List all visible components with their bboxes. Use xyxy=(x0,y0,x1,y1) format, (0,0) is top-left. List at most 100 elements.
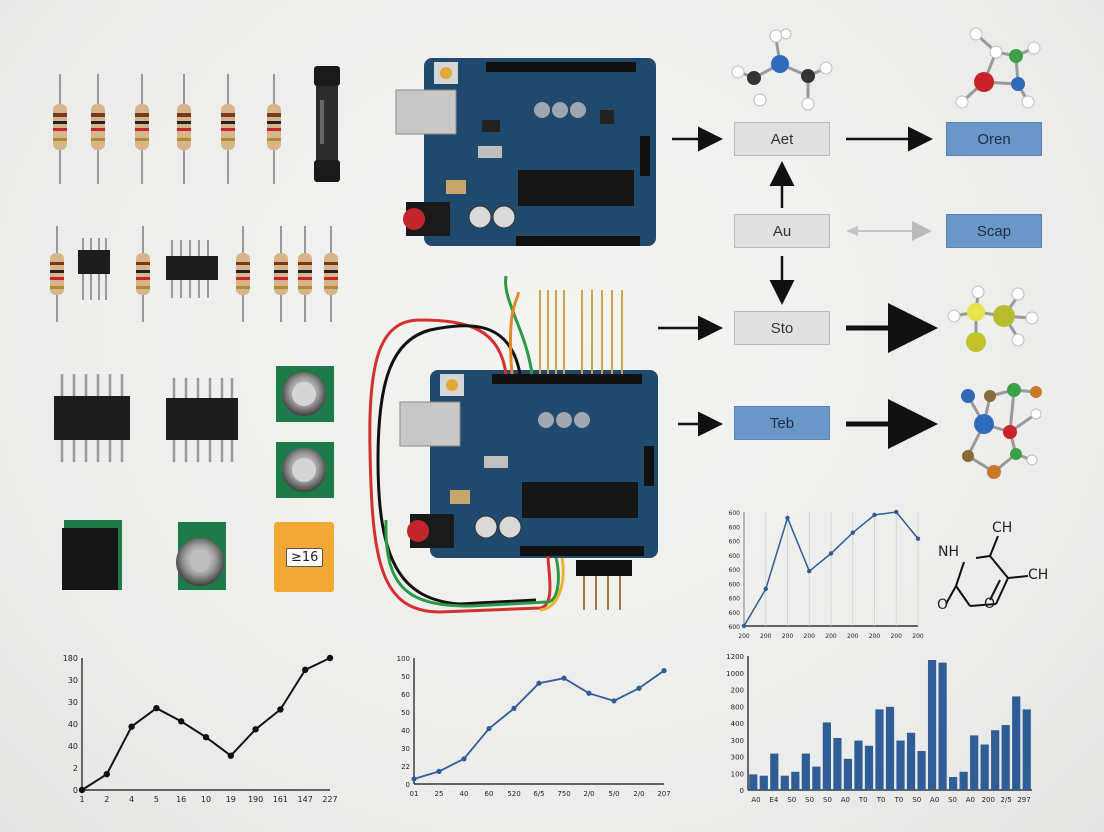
flow-box-sto-label: Sto xyxy=(770,319,794,337)
x-tick-label: 4 xyxy=(129,795,134,804)
data-point xyxy=(636,685,642,691)
x-tick-label: 200 xyxy=(738,633,750,640)
x-tick-label: 200 xyxy=(982,796,995,804)
flow-box-teb-label: Teb xyxy=(769,414,795,432)
data-point xyxy=(326,654,334,662)
x-tick-label: 40 xyxy=(460,790,469,798)
bar xyxy=(959,771,968,790)
molecule-model-3 xyxy=(947,285,1039,352)
y-tick-label: 30 xyxy=(401,745,410,753)
bar xyxy=(1001,725,1010,790)
y-tick-label: 40 xyxy=(68,720,78,729)
x-tick-label: S0 xyxy=(948,796,957,804)
y-tick-label: 400 xyxy=(731,720,744,728)
potentiometer-module xyxy=(176,522,226,590)
y-tick-label: 0 xyxy=(740,787,744,795)
y-tick-label: 1000 xyxy=(726,670,744,678)
bar xyxy=(780,775,789,790)
data-point xyxy=(277,706,284,713)
y-tick-label: 60 xyxy=(401,691,410,699)
x-tick-label: 750 xyxy=(557,790,570,798)
data-point xyxy=(178,718,185,725)
series-line xyxy=(81,657,331,791)
flow-arrows xyxy=(658,126,938,449)
x-tick-label: 297 xyxy=(1017,796,1030,804)
y-tick-label: 800 xyxy=(731,703,744,711)
bar xyxy=(749,774,758,790)
capacitor-module xyxy=(276,366,334,422)
x-tick-label: 200 xyxy=(891,633,903,640)
structural-formula xyxy=(945,535,1029,607)
bar xyxy=(759,775,768,790)
data-point xyxy=(611,698,617,704)
data-point xyxy=(252,726,259,733)
atom-label-ch-top: CH xyxy=(992,520,1013,536)
data-point xyxy=(872,512,877,518)
data-point xyxy=(436,768,442,775)
data-point xyxy=(561,675,567,681)
data-point xyxy=(536,680,542,686)
fuse xyxy=(314,66,340,182)
arduino-board-top xyxy=(395,58,656,246)
x-tick-label: 2/5 xyxy=(1001,796,1012,804)
data-point xyxy=(227,752,234,759)
y-tick-label: 600 xyxy=(729,596,741,603)
bar xyxy=(801,753,810,790)
bar xyxy=(885,706,895,790)
x-tick-label: 16 xyxy=(176,795,186,804)
x-tick-label: 60 xyxy=(485,790,494,798)
molecule-model-2 xyxy=(955,27,1041,109)
x-tick-label: 200 xyxy=(912,633,924,640)
x-tick-label: 147 xyxy=(298,795,313,804)
x-tick-label: 200 xyxy=(869,633,881,640)
y-tick-label: 300 xyxy=(731,737,744,745)
atom-label-nh: NH xyxy=(938,544,959,560)
x-tick-label: S0 xyxy=(787,796,796,804)
y-tick-label: 40 xyxy=(401,727,410,735)
bar xyxy=(980,744,989,790)
data-point xyxy=(153,704,160,712)
x-tick-label: E4 xyxy=(769,796,778,804)
flow-box-scap: Scap xyxy=(946,214,1042,248)
flow-box-oren: Oren xyxy=(946,122,1042,156)
x-tick-label: 6/5 xyxy=(533,790,544,798)
atom-label-o-left: O xyxy=(937,597,949,613)
x-tick-label: T0 xyxy=(858,796,868,804)
y-tick-label: 600 xyxy=(729,610,741,617)
y-tick-label: 22 xyxy=(401,763,410,771)
x-tick-label: 200 xyxy=(760,633,772,640)
data-point xyxy=(486,725,492,732)
data-point xyxy=(511,705,517,712)
flow-box-sto: Sto xyxy=(734,311,830,345)
bar xyxy=(854,740,863,790)
bar xyxy=(949,777,958,790)
series-line xyxy=(413,669,665,780)
y-tick-label: 100 xyxy=(731,770,744,778)
x-tick-label: S0 xyxy=(805,796,814,804)
x-tick-label: 1 xyxy=(79,795,84,804)
yellow-module-label: ≥16 xyxy=(286,548,324,567)
y-tick-label: 200 xyxy=(731,687,744,695)
molecule-model-1 xyxy=(731,28,833,111)
bar xyxy=(917,751,926,790)
x-tick-label: 200 xyxy=(804,633,816,640)
x-tick-label: 10 xyxy=(201,795,211,804)
y-tick-label: 600 xyxy=(729,553,741,560)
x-tick-label: 227 xyxy=(322,795,337,804)
bar xyxy=(843,758,853,790)
y-tick-label: 40 xyxy=(68,742,78,751)
x-tick-label: T0 xyxy=(894,796,904,804)
data-point xyxy=(411,776,417,782)
component-row-4 xyxy=(62,520,334,592)
arduino-board-bottom xyxy=(368,275,658,614)
atom-label-o-ring: O xyxy=(984,596,996,612)
y-tick-label: 600 xyxy=(729,524,741,531)
y-tick-label: 30 xyxy=(68,698,78,707)
data-point xyxy=(763,586,768,592)
flow-box-oren-label: Oren xyxy=(977,130,1011,148)
data-point xyxy=(741,623,747,629)
bar xyxy=(791,771,800,790)
resistor xyxy=(53,74,67,184)
